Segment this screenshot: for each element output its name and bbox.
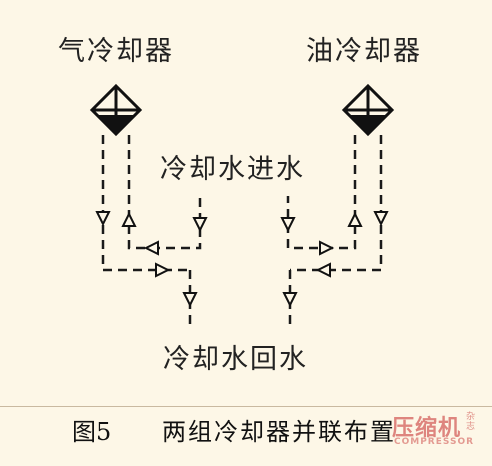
flow-arrow-icon xyxy=(315,262,331,278)
flow-arrow-icon xyxy=(282,292,298,308)
flow-arrow-icon xyxy=(143,240,159,256)
oil-cooler-label: 油冷却器 xyxy=(306,36,422,67)
air-cooler-label: 气冷却器 xyxy=(58,36,174,67)
figure-number: 图5 xyxy=(72,418,112,446)
air-cooler-inlet-pipe xyxy=(127,135,202,250)
oil-cooler-inlet-pipe xyxy=(286,135,357,250)
air-cooler-icon xyxy=(90,84,142,136)
logo-chinese-text: 压缩机 xyxy=(392,416,462,441)
logo-side-text: 杂志 xyxy=(466,412,476,432)
flow-arrow-icon xyxy=(347,211,363,227)
cooling-water-inlet-label: 冷却水进水 xyxy=(160,154,305,185)
cooling-water-return-label: 冷却水回水 xyxy=(163,344,308,375)
air-cooler-outlet-pipe xyxy=(101,135,190,272)
flow-arrow-icon xyxy=(121,211,137,227)
logo-english-text: COMPRESSOR xyxy=(394,437,475,447)
flow-arrow-icon xyxy=(280,217,296,233)
figure-title: 两组冷却器并联布置 xyxy=(162,418,396,446)
flow-arrow-icon xyxy=(95,211,111,227)
flow-arrow-icon xyxy=(192,217,208,233)
flow-arrow-icon xyxy=(155,262,171,278)
flow-arrow-icon xyxy=(182,292,198,308)
flow-arrow-icon xyxy=(319,240,335,256)
oil-cooler-icon xyxy=(342,84,394,136)
flow-arrow-icon xyxy=(373,211,389,227)
compressor-logo: 压缩机 杂志 COMPRESSOR xyxy=(392,410,488,454)
caption-divider xyxy=(0,406,492,407)
